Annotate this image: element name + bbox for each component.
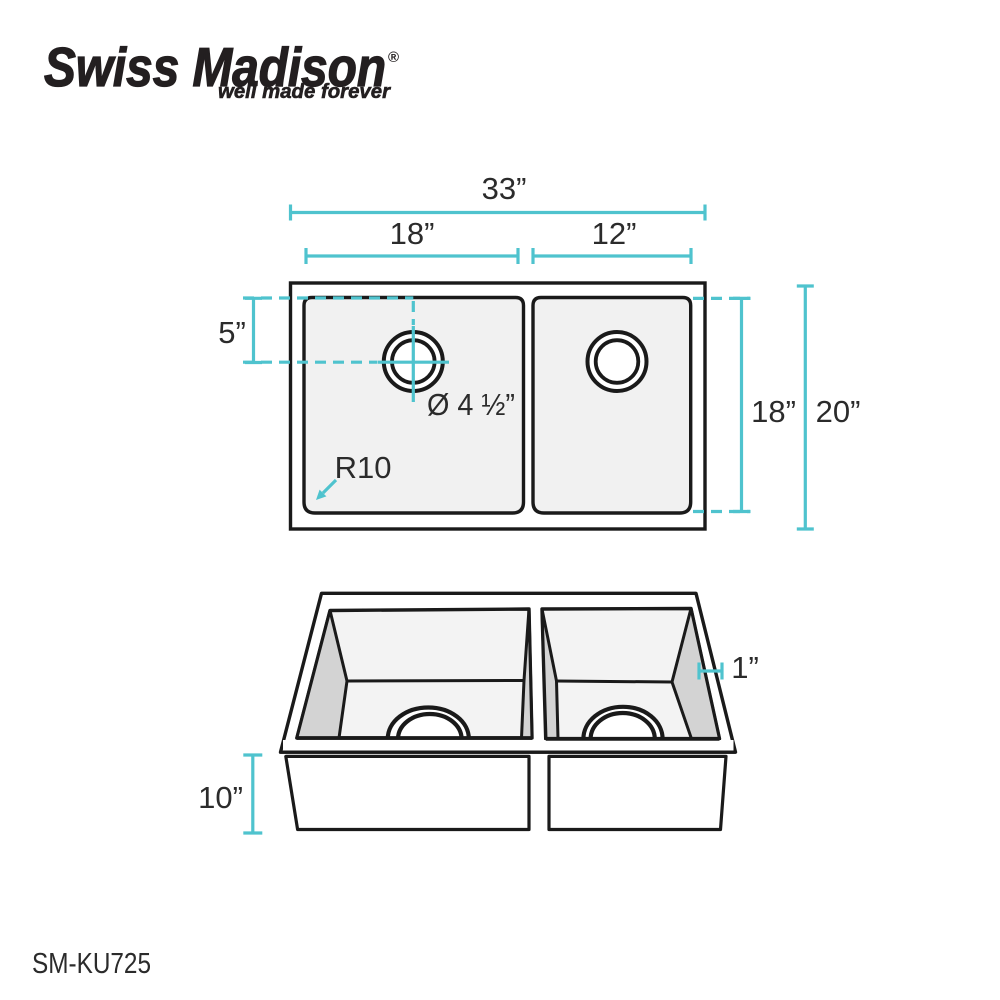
svg-text:1”: 1” [731,650,759,685]
svg-text:®: ® [388,49,399,66]
svg-text:18”: 18” [751,394,796,429]
svg-text:10”: 10” [198,780,243,815]
svg-text:5”: 5” [218,315,246,350]
svg-text:20”: 20” [816,394,861,429]
svg-text:12”: 12” [592,216,637,251]
svg-text:R10: R10 [335,450,392,485]
svg-text:Ø 4 ½”: Ø 4 ½” [427,387,515,422]
svg-text:18”: 18” [390,216,435,251]
svg-text:SM-KU725: SM-KU725 [32,948,151,980]
svg-text:33”: 33” [482,171,527,206]
svg-text:Swiss Madison: Swiss Madison [44,36,386,98]
svg-text:well made forever: well made forever [218,81,391,103]
